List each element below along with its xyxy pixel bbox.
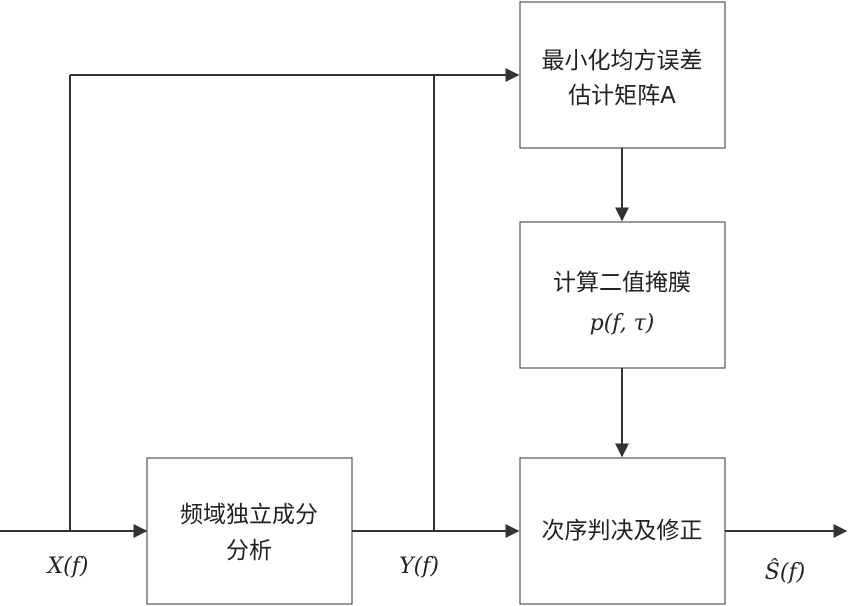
binary-mask-block-label-line2: p(f, τ) (590, 311, 655, 336)
mmse-block-label-line2: 估计矩阵A (568, 83, 676, 109)
output-signal-label: Ŝ(f) (765, 558, 805, 585)
input-signal-label: X(f) (46, 554, 89, 579)
mmse-block-label-line1: 最小化均方误差 (542, 48, 703, 74)
connections (0, 68, 848, 538)
order-correction-block-label: 次序判决及修正 (542, 518, 703, 544)
binary-mask-block: 计算二值掩膜 p(f, τ) (519, 221, 726, 369)
ica-output-signal-label: Y(f) (399, 554, 439, 579)
ica-block: 频域独立成分 分析 (146, 457, 353, 605)
order-correction-block: 次序判决及修正 (519, 457, 726, 605)
binary-mask-block-label-line1: 计算二值掩膜 (553, 270, 691, 296)
ica-block-label-line1: 频域独立成分 (180, 502, 318, 528)
ica-block-label-line2: 分析 (226, 538, 272, 564)
mmse-block: 最小化均方误差 估计矩阵A (519, 1, 726, 149)
